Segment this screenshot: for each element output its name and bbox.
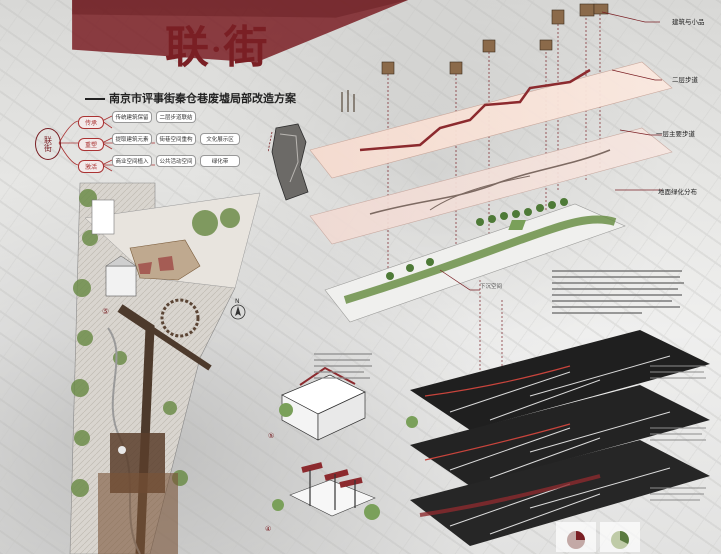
annotation-text-left: [314, 353, 372, 379]
mindmap-leaf: 绿化带: [200, 155, 240, 167]
design-description: [552, 268, 687, 318]
mindmap-leaf: 文化展示区: [200, 133, 240, 145]
section-marker-4: ④: [265, 525, 272, 533]
label-lower-space: 下沉空间: [480, 284, 503, 290]
label-ground-greening: 地面绿化分布: [658, 188, 697, 196]
title-band: [72, 0, 409, 63]
label-first-floor-walkway: 一层主要步道: [656, 130, 695, 138]
annotation-text-right: [650, 365, 706, 501]
figure-ground-map-1: [410, 330, 710, 430]
section-model-4: [289, 462, 376, 517]
mindmap-leaf: 提取建筑元素: [112, 133, 152, 145]
site-plan: ⑤ N: [69, 182, 261, 554]
concept-mindmap: 联街 传承 重塑 激活 传统建筑保留 二层步道联结 提取建筑元素 街巷空间重构 …: [30, 108, 240, 182]
description-lines: [552, 270, 684, 314]
mindmap-leaf: 传统建筑保留: [112, 111, 152, 123]
location-map: [268, 123, 309, 201]
north-arrow-icon: N: [230, 298, 246, 320]
exploded-axonometric: [272, 3, 710, 546]
mindmap-leaf: 街巷空间重构: [156, 133, 196, 145]
poster-subtitle: 南京市评事街秦仓巷废墟局部改造方案: [85, 90, 296, 106]
north-label: N: [235, 298, 240, 305]
bottom-pie-charts: [556, 522, 640, 552]
mindmap-leaf: 商业空间植入: [112, 155, 152, 167]
title-char-jie: 街: [223, 22, 270, 73]
title-dot: ·: [211, 32, 224, 68]
mindmap-root: 联街: [35, 128, 61, 160]
mindmap-category-2: 重塑: [78, 138, 104, 151]
plan-marker-5: ⑤: [102, 307, 109, 316]
title-char-lian: 联: [165, 22, 211, 73]
figure-ground-map-2: [410, 385, 710, 486]
poster-title: 联·街: [165, 24, 269, 75]
figure-ground-map-3: [410, 440, 710, 546]
label-buildings: 建筑与小品: [672, 18, 705, 26]
mindmap-category-1: 传承: [78, 116, 104, 129]
mindmap-leaf: 二层步道联结: [156, 111, 196, 123]
section-marker-5: ⑤: [268, 432, 275, 440]
label-second-floor-walkway: 二层步道: [672, 76, 698, 84]
mindmap-leaf: 公共活动空间: [156, 155, 196, 167]
mindmap-category-3: 激活: [78, 160, 104, 173]
